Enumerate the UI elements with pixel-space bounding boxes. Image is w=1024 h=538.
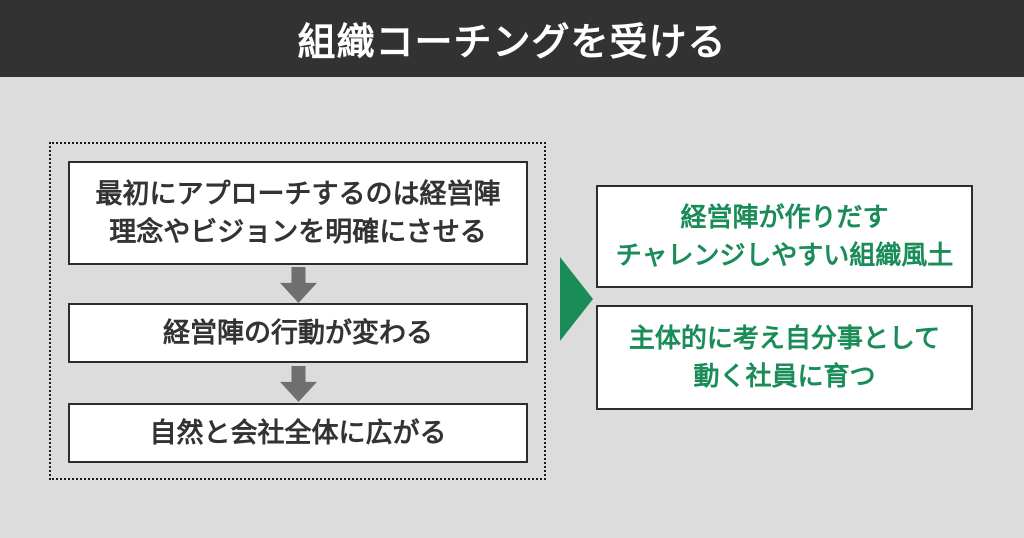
header-bar: 組織コーチングを受ける: [0, 0, 1024, 77]
result-box-employees: 主体的に考え自分事として 動く社員に育つ: [596, 305, 973, 410]
flow-step-approach-management: 最初にアプローチするのは経営陣 理念やビジョンを明確にさせる: [68, 161, 528, 265]
result-box-culture: 経営陣が作りだす チャレンジしやすい組織風土: [596, 185, 973, 288]
process-group-dotted-frame: [49, 142, 546, 480]
flow-step-spreads-company: 自然と会社全体に広がる: [68, 403, 528, 463]
right-arrow-icon: [560, 257, 593, 341]
page-title: 組織コーチングを受ける: [297, 22, 727, 64]
flow-step-behavior-changes: 経営陣の行動が変わる: [68, 303, 528, 363]
